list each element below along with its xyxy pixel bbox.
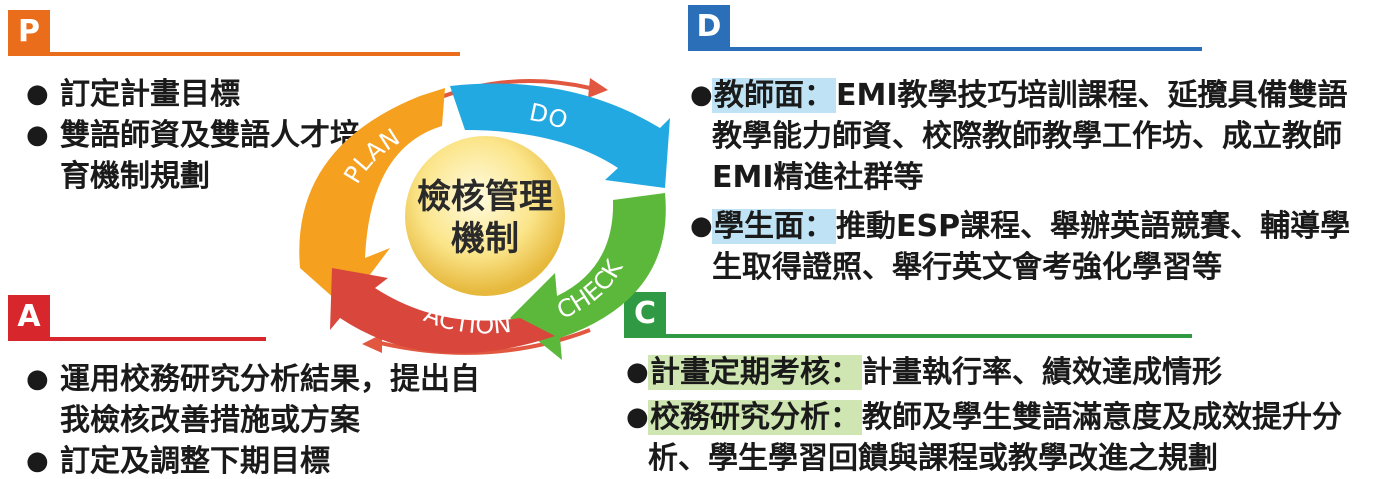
action-segment: [330, 268, 555, 354]
do-item-body: 教師面：EMI教學技巧培訓課程、延攬具備雙語教學能力師資、校際教師教學工作坊、成…: [712, 75, 1370, 198]
do-header: D: [688, 5, 1370, 51]
bullet-icon: ●: [26, 79, 49, 109]
outer-arrow-bottom: [379, 328, 591, 355]
do-item-text: 推動ESP課程、舉辦英語競賽、輔導學生取得證照、舉行英文會考強化學習等: [712, 209, 1351, 285]
action-header-rule: [8, 337, 266, 341]
plan-item-text: 雙語師資及雙語人才培育機制規劃: [60, 118, 360, 194]
check-item-body: 校務研究分析：教師及學生雙語滿意度及成效提升分析、學生學習回饋與課程或教學改進之…: [648, 397, 1371, 479]
do-header-rule: [688, 47, 1202, 51]
plan-header: P: [8, 10, 460, 56]
do-item: ● 教師面：EMI教學技巧培訓課程、延攬具備雙語教學能力師資、校際教師教學工作坊…: [690, 75, 1370, 198]
bullet-icon: ●: [690, 80, 713, 110]
plan-letter-badge: P: [8, 10, 50, 54]
cycle-core-line1: 檢核管理: [417, 177, 553, 217]
do-item-body: 學生面：推動ESP課程、舉辦英語競賽、輔導學生取得證照、舉行英文會考強化學習等: [712, 206, 1370, 288]
action-item: ● 訂定及調整下期目標: [26, 441, 496, 479]
check-section: C ● 計畫定期考核：計畫執行率、績效達成情形 ● 校務研究分析：教師及學生雙語…: [624, 292, 1371, 479]
check-item: ● 計畫定期考核：計畫執行率、績效達成情形: [626, 352, 1371, 393]
check-segment: [510, 193, 666, 360]
bullet-icon: ●: [26, 120, 49, 150]
action-letter-badge: A: [8, 295, 50, 339]
do-item-label: 學生面：: [712, 209, 836, 244]
plan-segment: [299, 88, 445, 308]
do-letter-badge: D: [688, 5, 730, 49]
check-letter-badge: C: [624, 292, 666, 336]
plan-list: ● 訂定計畫目標 ● 雙語師資及雙語人才培育機制規劃: [26, 74, 386, 197]
plan-item: ● 訂定計畫目標: [26, 74, 386, 115]
plan-item: ● 雙語師資及雙語人才培育機制規劃: [26, 115, 386, 197]
check-item-text: 教師及學生雙語滿意度及成效提升分析、學生學習回饋與課程或教學改進之規劃: [648, 400, 1342, 476]
bullet-icon: ●: [626, 357, 649, 387]
check-header-rule: [624, 334, 1192, 338]
check-item-body: 計畫定期考核：計畫執行率、績效達成情形: [648, 352, 1371, 393]
cycle-core: [405, 136, 565, 296]
action-item-text: 運用校務研究分析結果，提出自我檢核改善措施或方案: [60, 362, 480, 438]
bullet-icon: ●: [26, 446, 49, 476]
check-list: ● 計畫定期考核：計畫執行率、績效達成情形 ● 校務研究分析：教師及學生雙語滿意…: [626, 352, 1371, 479]
do-item-label: 教師面：: [712, 78, 836, 113]
action-item: ● 運用校務研究分析結果，提出自我檢核改善措施或方案: [26, 359, 496, 441]
outer-arrowhead-bottom: [362, 334, 382, 353]
plan-section: P ● 訂定計畫目標 ● 雙語師資及雙語人才培育機制規劃: [8, 10, 460, 197]
do-segment: [450, 83, 670, 188]
check-item-label: 校務研究分析：: [648, 400, 862, 435]
action-header: A: [8, 295, 496, 341]
bullet-icon: ●: [26, 364, 49, 394]
bullet-icon: ●: [690, 211, 713, 241]
do-list: ● 教師面：EMI教學技巧培訓課程、延攬具備雙語教學能力師資、校際教師教學工作坊…: [690, 75, 1370, 288]
action-list: ● 運用校務研究分析結果，提出自我檢核改善措施或方案 ● 訂定及調整下期目標: [26, 359, 496, 479]
do-section: D ● 教師面：EMI教學技巧培訓課程、延攬具備雙語教學能力師資、校際教師教學工…: [688, 5, 1370, 288]
do-item: ● 學生面：推動ESP課程、舉辦英語競賽、輔導學生取得證照、舉行英文會考強化學習…: [690, 206, 1370, 288]
bullet-icon: ●: [626, 402, 649, 432]
pdca-cycle-diagram: PLAN DO CHECK ACTION 檢核管理 機制: [299, 78, 670, 360]
check-item: ● 校務研究分析：教師及學生雙語滿意度及成效提升分析、學生學習回饋與課程或教學改…: [626, 397, 1371, 479]
action-section: A ● 運用校務研究分析結果，提出自我檢核改善措施或方案 ● 訂定及調整下期目標: [8, 295, 496, 479]
action-item-text: 訂定及調整下期目標: [60, 444, 330, 479]
plan-header-rule: [8, 52, 460, 56]
check-item-text: 計畫執行率、績效達成情形: [862, 355, 1222, 390]
check-header: C: [624, 292, 1371, 338]
do-item-text: EMI教學技巧培訓課程、延攬具備雙語教學能力師資、校際教師教學工作坊、成立教師E…: [712, 78, 1348, 195]
cycle-core-line2: 機制: [451, 219, 519, 259]
plan-item-text: 訂定計畫目標: [60, 77, 240, 112]
check-item-label: 計畫定期考核：: [648, 355, 862, 390]
outer-arrowhead-top: [588, 78, 608, 98]
